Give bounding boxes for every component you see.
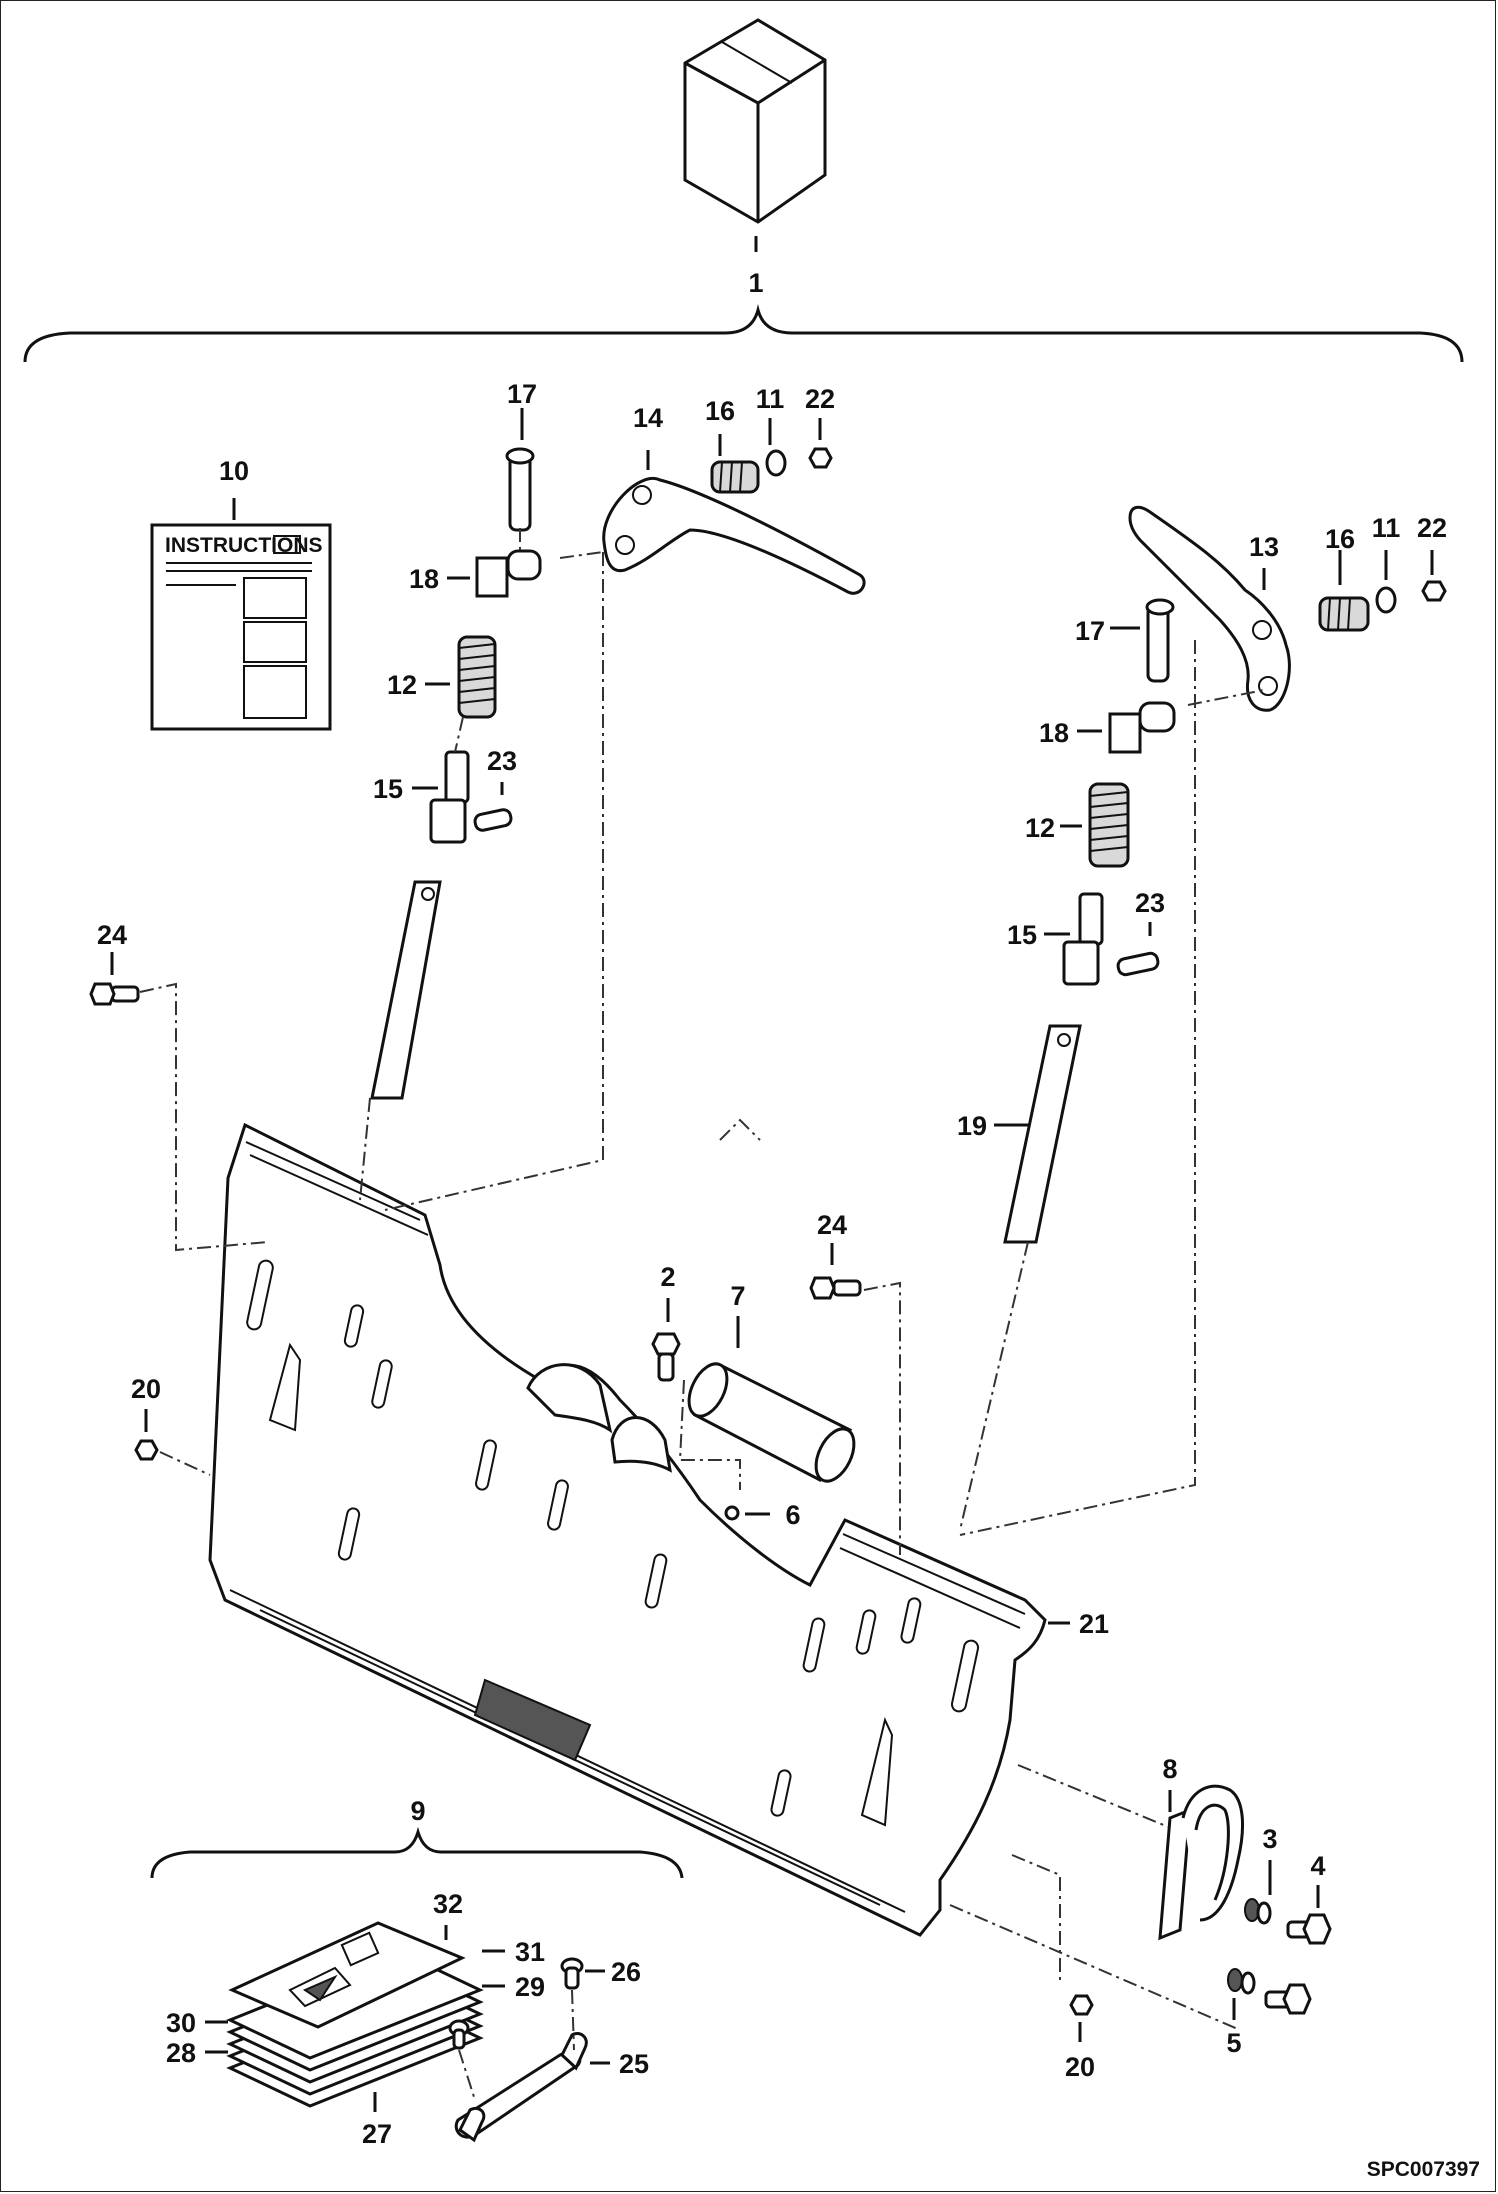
callout-18-right: 18 [1039,718,1069,748]
decal-brace [150,1826,684,1879]
callout-19: 19 [957,1111,987,1141]
rod-19-left [370,880,442,1100]
bolt-24-left [89,982,140,1006]
callout-18-left: 18 [409,564,439,594]
attachment-plate [208,1122,1047,1937]
kit-box [683,18,827,224]
callout-16-right: 16 [1325,524,1355,554]
callout-13: 13 [1249,532,1279,562]
callout-11-left: 11 [756,384,785,414]
pin-23-right [1116,951,1160,977]
bolt-4-upper [1286,1913,1332,1945]
kit-brace [23,304,1464,363]
bolt-4-lower [1264,1983,1312,2015]
callout-2: 2 [660,1262,675,1292]
callout-17-left: 17 [507,379,537,409]
callout-20-left: 20 [131,1374,161,1404]
washer-6 [724,1505,740,1521]
spring-12-right [1088,782,1130,868]
callout-17-right: 17 [1075,616,1105,646]
callout-29: 29 [515,1972,545,2002]
nut-22-right [1421,580,1447,602]
callout-24-right: 24 [817,1210,847,1240]
lever-13 [1128,505,1291,712]
callout-23-right: 23 [1135,888,1165,918]
callout-15-left: 15 [373,774,403,804]
callout-24-left: 24 [97,920,127,950]
bolt-2 [651,1332,681,1382]
callout-12-right: 12 [1025,813,1055,843]
callout-3: 3 [1262,1824,1277,1854]
callout-31: 31 [515,1937,545,1967]
callout-28: 28 [166,2038,196,2068]
screw-26-lower [448,2019,470,2050]
decal-stack [226,1921,484,2108]
clevis-15-left [429,750,470,844]
pin-17-left [505,447,535,532]
callout-20-bottom: 20 [1065,2052,1095,2082]
callout-30: 30 [166,2008,196,2038]
callout-10: 10 [219,456,249,486]
callout-23-left: 23 [487,746,517,776]
washers-3 [1244,1898,1272,1925]
callout-15-right: 15 [1007,920,1037,950]
handle-8 [1158,1784,1244,1941]
holder-25 [454,2032,588,2143]
callout-32: 32 [433,1889,463,1919]
callout-6: 6 [785,1500,800,1530]
callout-27: 27 [362,2119,392,2149]
clevis-15-right [1062,892,1104,986]
callout-11-right: 11 [1372,513,1401,543]
callout-8: 8 [1162,1754,1177,1784]
spring-16-left [710,460,760,494]
washer-11-left [765,449,787,477]
pin-7 [687,1362,856,1483]
washers-5 [1227,1968,1256,1995]
spring-12-left [457,635,497,719]
callout-25: 25 [619,2049,649,2079]
instructions-manual: INSTRUCTIONS [150,523,332,731]
nut-20-bottom [1069,1994,1094,2016]
block-18-right [1108,701,1176,754]
callout-4: 4 [1310,1851,1325,1881]
callout-5: 5 [1226,2028,1241,2058]
screw-26 [560,1957,584,1990]
washer-11-right [1375,586,1397,614]
callout-22-left: 22 [805,384,835,414]
callout-1: 1 [748,268,763,298]
callout-16-left: 16 [705,396,735,426]
callout-26: 26 [611,1957,641,1987]
diagram-code: SPC007397 [1367,2158,1480,2181]
lever-14 [602,476,866,595]
rod-19-right [1003,1024,1082,1244]
callout-12-left: 12 [387,670,417,700]
nut-22-left [808,447,833,469]
callout-21: 21 [1079,1609,1109,1639]
callout-9: 9 [410,1796,425,1826]
callout-22-right: 22 [1417,513,1447,543]
spring-16-right [1318,596,1370,632]
manual-title: INSTRUCTIONS [165,534,323,557]
bolt-24-right [809,1276,862,1300]
pin-23-left [473,808,513,832]
nut-20-left [134,1439,159,1461]
callout-7: 7 [730,1281,745,1311]
callout-14: 14 [633,403,663,433]
pin-17-right [1145,598,1175,683]
block-18-left [475,549,542,598]
